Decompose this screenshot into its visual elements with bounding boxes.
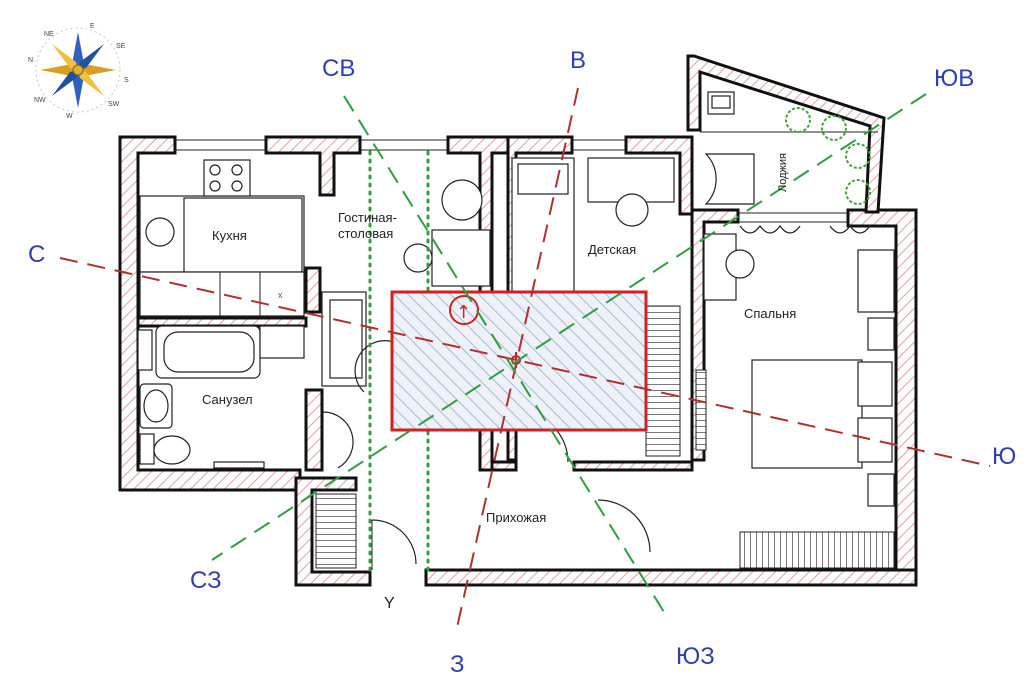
loggia-furniture — [700, 91, 878, 205]
direction-southwest: ЮЗ — [676, 643, 715, 670]
room-label-bathroom: Санузел — [202, 392, 253, 407]
windows — [175, 139, 848, 223]
compass-ne: NE — [44, 31, 54, 38]
compass-rose-icon: N E SE S SW W NW NE — [28, 23, 129, 120]
compass-s: S — [124, 77, 129, 84]
direction-northeast: СВ — [322, 55, 355, 82]
room-label-kitchen: Кухня — [212, 228, 247, 243]
direction-east: В — [570, 47, 586, 74]
compass-w: W — [66, 113, 73, 120]
room-label-living-2: столовая — [338, 226, 393, 241]
room-labels: Кухня Гостиная- столовая Детская Спальня… — [202, 153, 796, 612]
bedroom-furniture — [695, 224, 895, 569]
direction-axes — [59, 87, 991, 633]
center-zone: ↑ — [390, 290, 648, 432]
room-label-bedroom: Спальня — [744, 306, 796, 321]
diagonal-axes — [211, 93, 927, 613]
entry-marker: Y — [384, 595, 395, 612]
direction-north: С — [28, 241, 45, 268]
doors — [315, 340, 651, 570]
bathroom-fixtures — [137, 325, 305, 469]
nursery-furniture — [511, 157, 681, 457]
center-arrow-icon: ↑ — [456, 302, 471, 323]
room-label-loggia: Лоджия — [777, 153, 789, 192]
room-label-living-1: Гостиная- — [338, 210, 397, 225]
compass-n: N — [28, 57, 33, 64]
compass-sw: SW — [108, 101, 120, 108]
compass-e: E — [90, 23, 95, 30]
svg-text:x: x — [278, 290, 283, 300]
plant-icon — [785, 107, 871, 205]
room-label-nursery: Детская — [588, 242, 636, 257]
direction-west: З — [450, 651, 465, 678]
room-label-hallway: Прихожая — [486, 510, 546, 525]
direction-northwest: СЗ — [190, 567, 222, 594]
compass-se: SE — [116, 43, 126, 50]
kitchen-furniture: x — [139, 159, 305, 317]
direction-southeast: ЮВ — [934, 65, 974, 92]
direction-south: Ю — [992, 443, 1016, 470]
direction-labels: С СВ В ЮВ Ю ЮЗ З СЗ — [28, 47, 1016, 678]
compass-nw: NW — [34, 97, 46, 104]
